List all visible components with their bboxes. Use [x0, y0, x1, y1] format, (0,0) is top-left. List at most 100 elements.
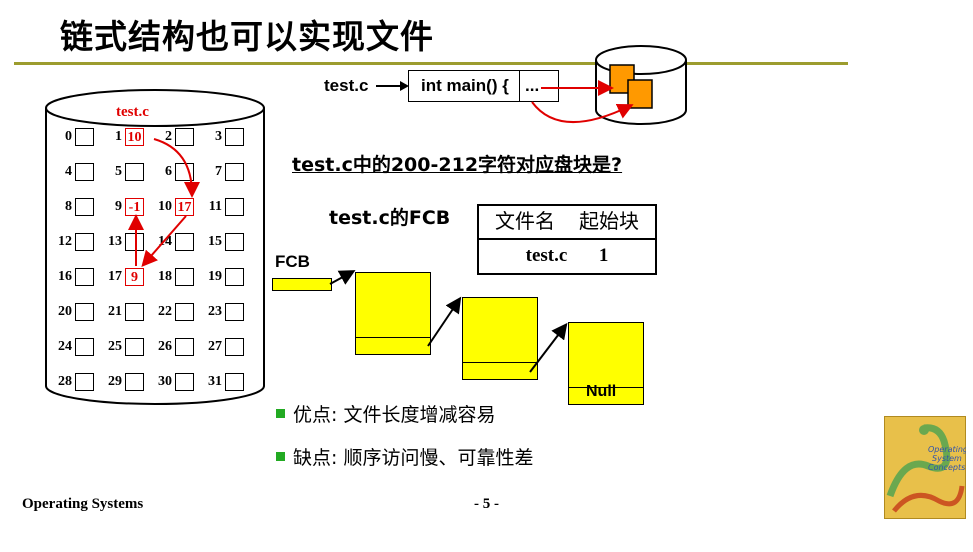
- disk-block-pointer: [175, 338, 194, 356]
- disk-block-number: 24: [58, 339, 72, 354]
- fcb-cell-start: 1: [598, 245, 609, 266]
- disk-block-pointer: [175, 268, 194, 286]
- disk-block: 9-1: [102, 196, 152, 218]
- disk-block-number: 18: [158, 269, 172, 284]
- disk-block-number: 31: [208, 374, 222, 389]
- linked-block-2: [462, 297, 538, 380]
- disk-block-number: 10: [158, 199, 172, 214]
- bullet-advantage: 优点: 文件长度增减容易: [276, 400, 495, 427]
- title-rule: [14, 62, 848, 65]
- footer-course: Operating Systems: [22, 496, 144, 512]
- disk-block-number: 26: [158, 339, 172, 354]
- disk-block-number: 17: [108, 269, 122, 284]
- disk-block-pointer: [225, 303, 244, 321]
- disk-block-pointer: [125, 303, 144, 321]
- disk-row: 28 29 30 31: [52, 371, 252, 393]
- code-continuation-box: ...: [519, 70, 559, 102]
- disk-block-pointer: [225, 268, 244, 286]
- disk-block-number: 7: [215, 164, 222, 179]
- svg-text:Operating: Operating: [928, 445, 966, 454]
- disk-block-number: 16: [58, 269, 72, 284]
- disk-block-pointer: [75, 198, 94, 216]
- disk-block: 25: [102, 336, 152, 358]
- disk-block-number: 13: [108, 234, 122, 249]
- disk-block-number: 3: [215, 129, 222, 144]
- disk-block-pointer: [75, 268, 94, 286]
- disk-block-pointer: [125, 373, 144, 391]
- disk-block: 19: [202, 266, 252, 288]
- disk-block-number: 23: [208, 304, 222, 319]
- disk-block-number: 5: [115, 164, 122, 179]
- slide-title: 链式结构也可以实现文件: [60, 17, 434, 56]
- disk-block-number: 15: [208, 234, 222, 249]
- book-cover-image: Operating System Concepts: [884, 416, 966, 519]
- footer-page-number: - 5 -: [474, 496, 499, 512]
- fcb-table: 文件名 起始块 test.c 1: [477, 204, 657, 275]
- disk-block: 3: [202, 126, 252, 148]
- disk-block-pointer: [225, 163, 244, 181]
- fcb-small-label: FCB: [275, 252, 310, 271]
- disk-row: 4 5 6 7: [52, 161, 252, 183]
- disk-block-pointer: [175, 373, 194, 391]
- disk-block-number: 9: [115, 199, 122, 214]
- disk-block: 4: [52, 161, 102, 183]
- disk-block-number: 4: [65, 164, 72, 179]
- bullet-square-icon: [276, 452, 285, 461]
- disk-row: 20 21 22 23: [52, 301, 252, 323]
- svg-text:Concepts: Concepts: [928, 463, 965, 472]
- disk-block-number: 28: [58, 374, 72, 389]
- disk-block-number: 1: [115, 129, 122, 144]
- disk-block-number: 20: [58, 304, 72, 319]
- disk-block-number: 25: [108, 339, 122, 354]
- question-text: test.c中的200-212字符对应盘块是?: [292, 154, 623, 176]
- disk-block-pointer: 9: [125, 268, 144, 286]
- disk-block-number: 11: [208, 199, 222, 214]
- disk-block: 13: [102, 231, 152, 253]
- disk-block: 29: [102, 371, 152, 393]
- disk-block-pointer: [225, 338, 244, 356]
- linked-block-3: [568, 322, 644, 405]
- disk-block-pointer: [75, 163, 94, 181]
- disk-block-number: 29: [108, 374, 122, 389]
- disk-block: 21: [102, 301, 152, 323]
- disk-block: 27: [202, 336, 252, 358]
- fcb-pointer-rect: [272, 278, 332, 291]
- disk-file-label: test.c: [116, 104, 149, 120]
- disk-block-pointer: [125, 163, 144, 181]
- code-file-label: test.c: [324, 76, 369, 95]
- disk-block: 0: [52, 126, 102, 148]
- disk-block-pointer: 10: [125, 128, 144, 146]
- disk-block-pointer: [75, 128, 94, 146]
- disk-block-number: 2: [165, 129, 172, 144]
- code-box: int main() {: [408, 70, 520, 102]
- disk-block-number: 22: [158, 304, 172, 319]
- disk-block: 31: [202, 371, 252, 393]
- svg-text:System: System: [932, 454, 962, 463]
- disk-block: 15: [202, 231, 252, 253]
- disk-block-number: 12: [58, 234, 72, 249]
- disk-block-number: 0: [65, 129, 72, 144]
- disk-block: 20: [52, 301, 102, 323]
- disk-block-pointer: -1: [125, 198, 144, 216]
- disk-row: 24 25 26 27: [52, 336, 252, 358]
- disk-block: 16: [52, 266, 102, 288]
- disk-block: 14: [152, 231, 202, 253]
- disk-block-number: 6: [165, 164, 172, 179]
- fcb-table-row: test.c 1: [479, 240, 655, 273]
- disk-block: 6: [152, 161, 202, 183]
- disk-row: 12 13 14 15: [52, 231, 252, 253]
- disk-block-number: 27: [208, 339, 222, 354]
- small-disk-icon: [595, 45, 687, 125]
- disk-block-pointer: 17: [175, 198, 194, 216]
- disk-block-number: 30: [158, 374, 172, 389]
- disk-block-pointer: [75, 303, 94, 321]
- disk-block-pointer: [225, 198, 244, 216]
- disk-block-number: 8: [65, 199, 72, 214]
- disk-block: 28: [52, 371, 102, 393]
- disk-block: 11: [202, 196, 252, 218]
- disk-block-pointer: [75, 338, 94, 356]
